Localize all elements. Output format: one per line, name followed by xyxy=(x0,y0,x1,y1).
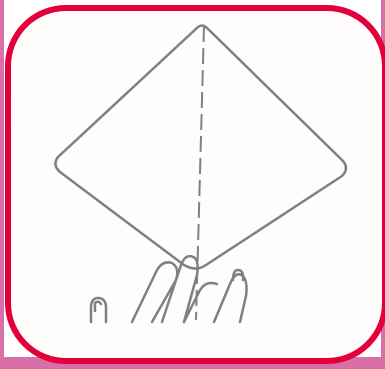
origami-illustration xyxy=(0,0,385,369)
origami-kite-fold-icon xyxy=(0,0,385,369)
